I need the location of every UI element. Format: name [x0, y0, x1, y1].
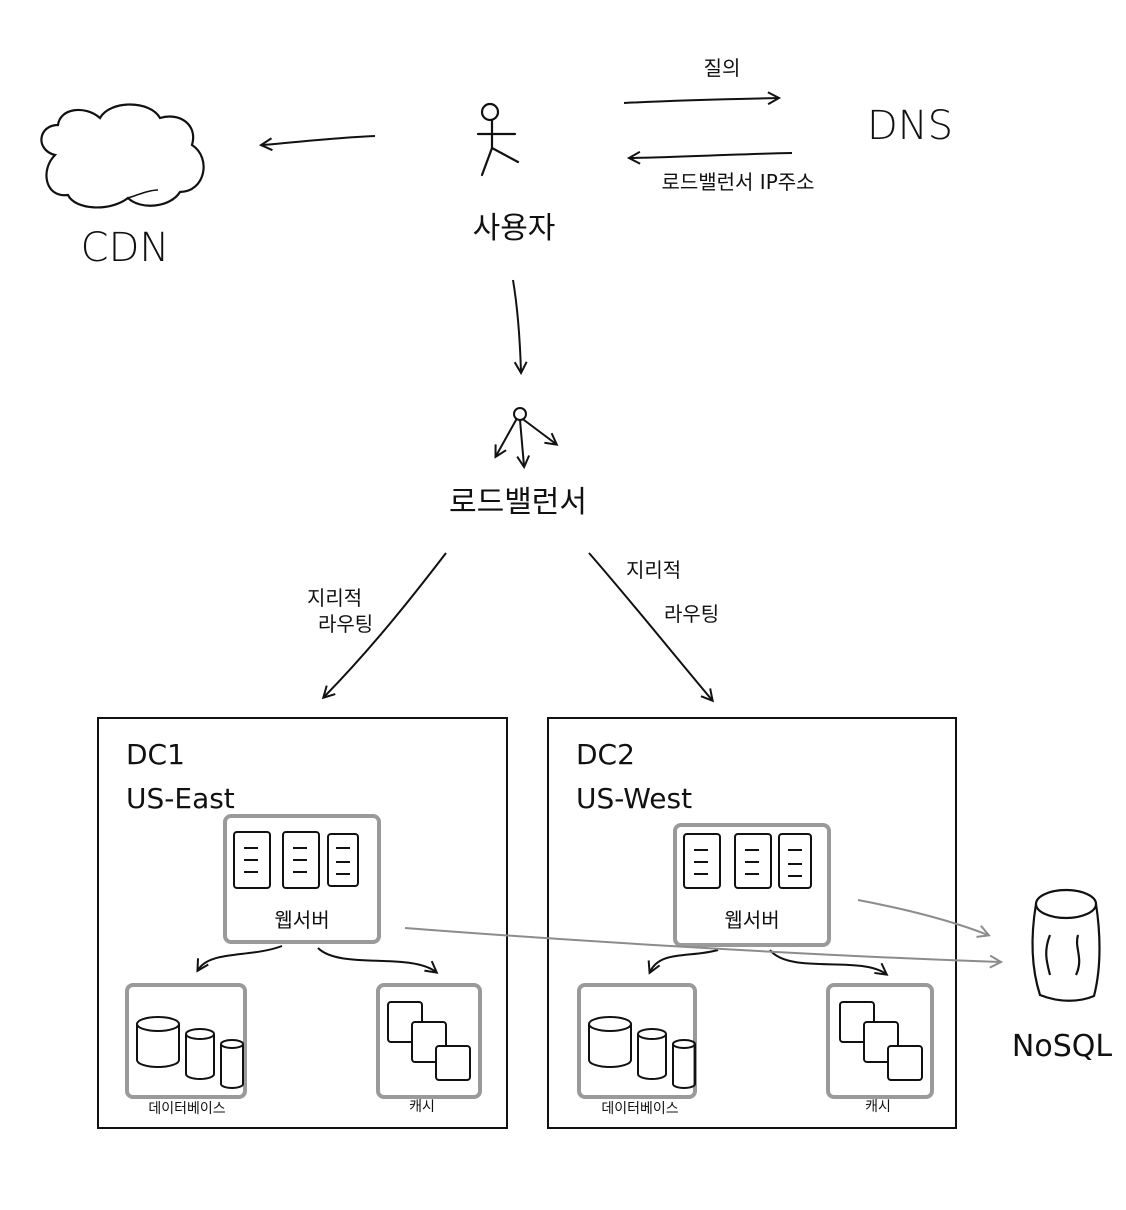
dc1-arrow-web-to-nosql	[404, 927, 1000, 962]
dc1-web-server-label: 웹서버	[274, 908, 330, 932]
dc1-box	[97, 717, 508, 1129]
nosql-icon	[1031, 888, 1101, 1002]
cdn-label: CDN	[80, 225, 170, 271]
arrow-geo-routing-dc1	[324, 552, 447, 697]
geo-routing-left-line2: 라우팅	[318, 612, 374, 636]
nosql-label: NoSQL	[1011, 1029, 1113, 1064]
dc1-database-label: 데이터베이스	[148, 1101, 226, 1117]
dc1-arrow-web-to-db	[198, 945, 283, 970]
dc2-arrow-web-to-cache	[769, 949, 886, 974]
dc1-arrow-web-to-cache	[317, 947, 436, 972]
dc2-web-server-icon	[673, 823, 831, 947]
dc2-id-label: DC2	[576, 738, 635, 771]
dc2-cache-icon	[826, 983, 934, 1099]
dc2-database-icon	[577, 983, 697, 1099]
user-label: 사용자	[472, 211, 556, 246]
dc2-arrow-web-to-nosql	[857, 899, 988, 935]
dc1-web-server-icon	[223, 814, 381, 944]
arrow-dns-to-user	[630, 153, 793, 158]
dns-label: DNS	[866, 103, 954, 149]
dc1-cache-label: 캐시	[409, 1099, 435, 1115]
geo-routing-right-line1: 지리적	[626, 558, 682, 582]
arrow-geo-routing-dc2	[588, 552, 712, 700]
dc1-database-icon	[125, 983, 247, 1099]
dc1-region-label: US-East	[126, 782, 235, 815]
arrow-query-to-dns	[623, 98, 778, 103]
load-balancer-icon	[496, 407, 556, 466]
load-balancer-label: 로드밸런서	[449, 485, 587, 520]
cdn-cloud-detail	[127, 189, 159, 199]
geo-routing-right-line2: 라우팅	[664, 602, 720, 626]
dc1-cache-icon	[376, 983, 482, 1099]
query-label: 질의	[703, 56, 741, 80]
dc2-cache-label: 캐시	[865, 1099, 891, 1115]
dc2-database-label: 데이터베이스	[601, 1101, 679, 1117]
dc1-id-label: DC1	[126, 738, 185, 771]
dc2-arrow-web-to-db	[650, 949, 719, 972]
geo-routing-left-line1: 지리적	[307, 586, 363, 610]
arrow-user-to-lb	[512, 279, 521, 372]
dc2-region-label: US-West	[576, 782, 693, 815]
user-icon	[476, 102, 520, 177]
arrow-user-to-cdn	[262, 135, 376, 145]
dc2-web-server-label: 웹서버	[724, 908, 780, 932]
lb-ip-label: 로드밸런서 IP주소	[661, 170, 815, 194]
cdn-cloud-icon	[40, 103, 205, 209]
